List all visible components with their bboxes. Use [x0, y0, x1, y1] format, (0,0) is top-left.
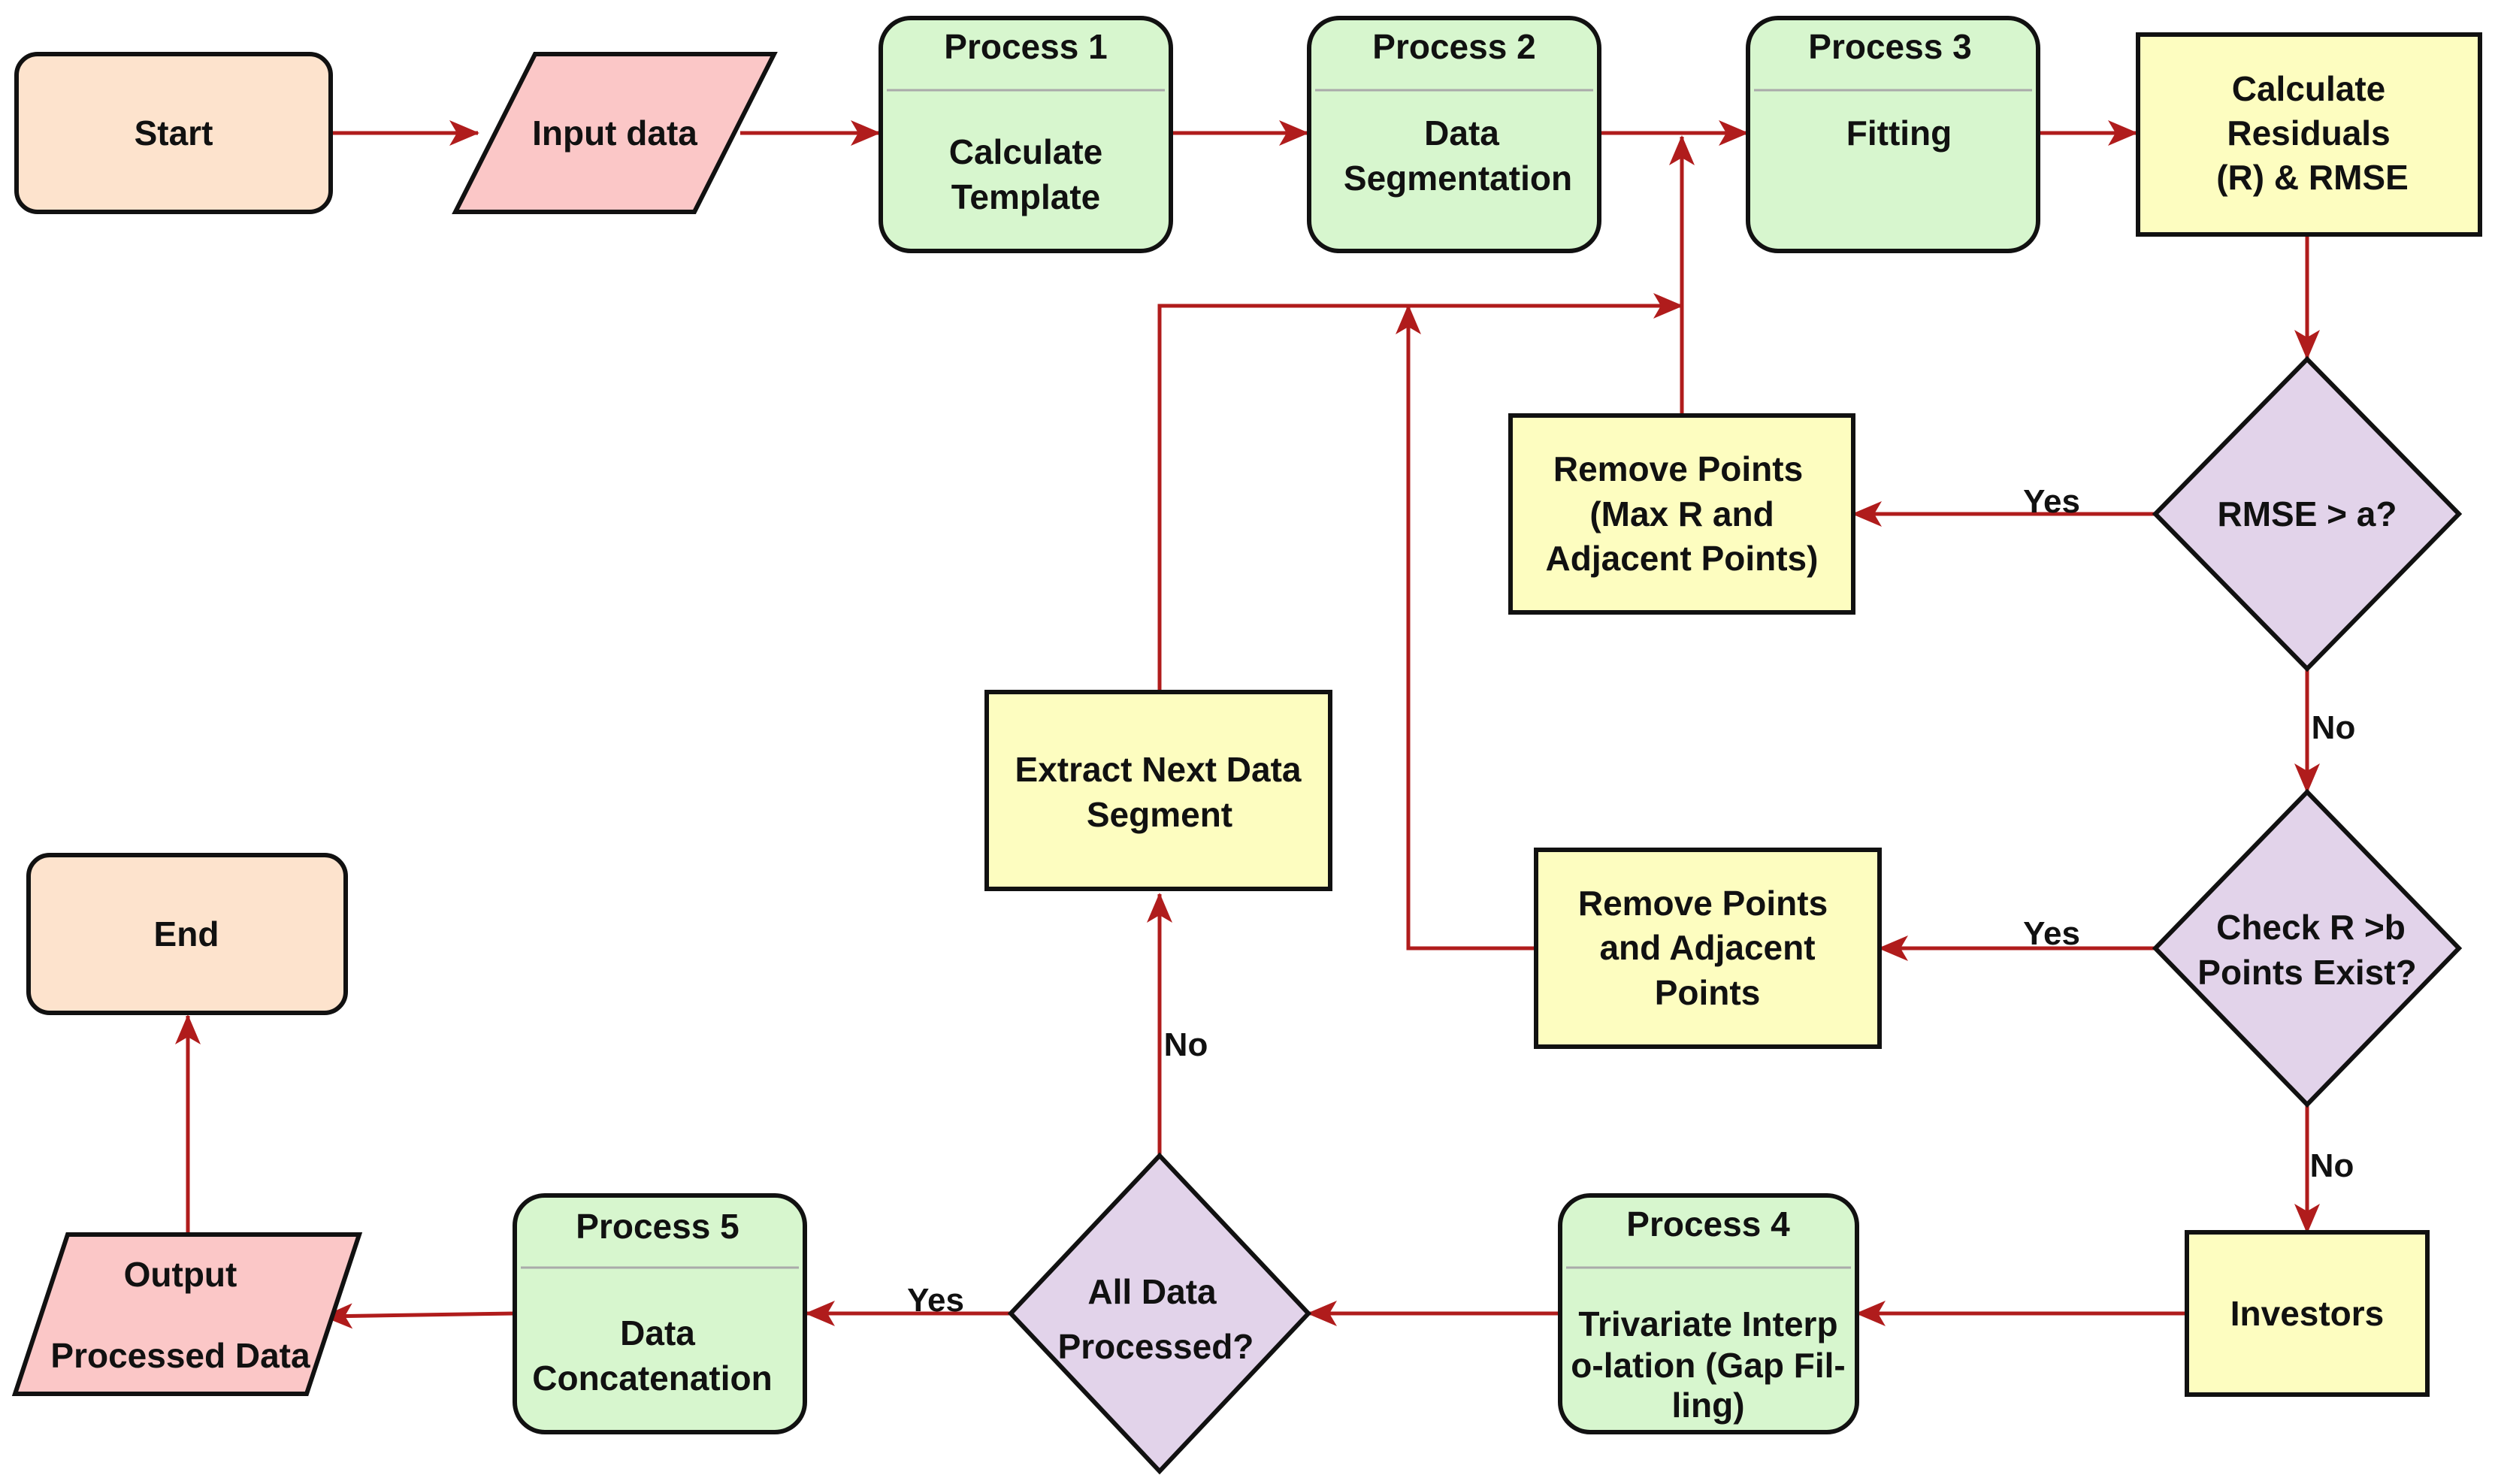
- node-process-2-title: Process 2: [1372, 27, 1535, 66]
- node-process-2[interactable]: Process 2 Data Segmentation: [1307, 16, 1601, 253]
- edge-rm2-loop: [1396, 304, 1536, 951]
- edge-label-check-no: No: [2310, 1147, 2354, 1184]
- node-end[interactable]: End: [26, 853, 348, 1015]
- node-calculate-residuals-line-1: Calculate: [2232, 69, 2386, 108]
- node-output[interactable]: Output Processed Data: [11, 1232, 363, 1396]
- edges: [175, 120, 2320, 1329]
- edge-label-alldata-yes: Yes: [907, 1282, 964, 1319]
- node-end-label: End: [154, 914, 219, 954]
- node-start-label: Start: [135, 113, 213, 153]
- node-remove-points-adjacent-line-3: Points: [1655, 973, 1761, 1012]
- node-decision-rmse-label: RMSE > a?: [2217, 494, 2397, 533]
- node-process-4-line-3: ling): [1671, 1386, 1744, 1425]
- node-process-2-line-2: Segmentation: [1344, 159, 1572, 198]
- edge-label-rmse-yes: Yes: [2023, 483, 2080, 520]
- node-process-1[interactable]: Process 1 Calculate Template: [879, 16, 1173, 253]
- node-input[interactable]: Input data: [452, 52, 778, 214]
- edge-label-check-yes: Yes: [2023, 915, 2080, 952]
- node-remove-points-adjacent[interactable]: Remove Points and Adjacent Points: [1534, 848, 1882, 1049]
- node-process-4-line-2: o-lation (Gap Fil-: [1571, 1346, 1845, 1385]
- edge-extract-loop: [1157, 293, 1683, 692]
- node-calculate-residuals[interactable]: Calculate Residuals (R) & RMSE: [2136, 32, 2482, 237]
- node-process-1-line-2: Template: [951, 177, 1101, 216]
- node-remove-points-adjacent-line-2: and Adjacent: [1599, 928, 1815, 967]
- edge-label-rmse-no: No: [2312, 709, 2356, 746]
- node-process-1-line-1: Calculate: [949, 132, 1103, 171]
- node-process-5[interactable]: Process 5 Data Concatenation: [513, 1193, 807, 1434]
- node-investors-label: Investors: [2230, 1294, 2385, 1333]
- node-remove-points-adjacent-line-1: Remove Points: [1578, 884, 1828, 923]
- node-remove-points-max-r[interactable]: Remove Points (Max R and Adjacent Points…: [1508, 413, 1855, 615]
- node-decision-check-r[interactable]: Check R >b Points Exist?: [2152, 788, 2463, 1108]
- node-investors[interactable]: Investors: [2185, 1230, 2430, 1397]
- node-remove-points-max-r-line-3: Adjacent Points): [1546, 539, 1819, 578]
- node-calculate-residuals-line-3: (R) & RMSE: [2216, 158, 2409, 197]
- node-process-4-title: Process 4: [1626, 1204, 1790, 1244]
- node-input-label: Input data: [532, 113, 697, 153]
- node-process-3-title: Process 3: [1808, 27, 1971, 66]
- node-extract-next-segment[interactable]: Extract Next Data Segment: [984, 690, 1332, 891]
- node-process-4[interactable]: Process 4 Trivariate Interp o-lation (Ga…: [1558, 1193, 1859, 1434]
- node-output-line-2: Processed Data: [50, 1336, 310, 1375]
- node-decision-all-data[interactable]: All Data Processed?: [1007, 1152, 1312, 1475]
- node-remove-points-max-r-line-2: (Max R and: [1589, 494, 1774, 533]
- node-calculate-residuals-line-2: Residuals: [2227, 113, 2390, 153]
- node-process-5-line-1: Data: [620, 1313, 695, 1353]
- node-decision-check-r-line-2: Points Exist?: [2197, 953, 2416, 992]
- node-process-2-line-1: Data: [1424, 113, 1499, 153]
- node-process-5-title: Process 5: [576, 1207, 739, 1246]
- edge-label-alldata-no: No: [1164, 1026, 1208, 1063]
- node-output-line-1: Output: [124, 1255, 237, 1294]
- node-remove-points-max-r-line-1: Remove Points: [1553, 449, 1803, 488]
- node-decision-all-data-line-1: All Data: [1087, 1272, 1217, 1311]
- node-decision-check-r-line-1: Check R >b: [2216, 908, 2406, 947]
- node-process-3[interactable]: Process 3 Fitting: [1746, 16, 2040, 253]
- node-process-5-line-2: Concatenation: [532, 1359, 772, 1398]
- edge-p5-output: [322, 1303, 516, 1329]
- node-extract-next-segment-line-2: Segment: [1087, 795, 1232, 834]
- node-extract-next-segment-line-1: Extract Next Data: [1015, 750, 1302, 789]
- node-process-4-line-1: Trivariate Interp: [1578, 1304, 1837, 1343]
- node-decision-all-data-line-2: Processed?: [1058, 1327, 1254, 1366]
- node-start[interactable]: Start: [14, 52, 333, 214]
- node-decision-rmse[interactable]: RMSE > a?: [2152, 355, 2463, 672]
- edge-labels: Yes No Yes No Yes No: [907, 483, 2355, 1319]
- node-process-1-title: Process 1: [944, 27, 1107, 66]
- node-process-3-line-1: Fitting: [1846, 113, 1952, 153]
